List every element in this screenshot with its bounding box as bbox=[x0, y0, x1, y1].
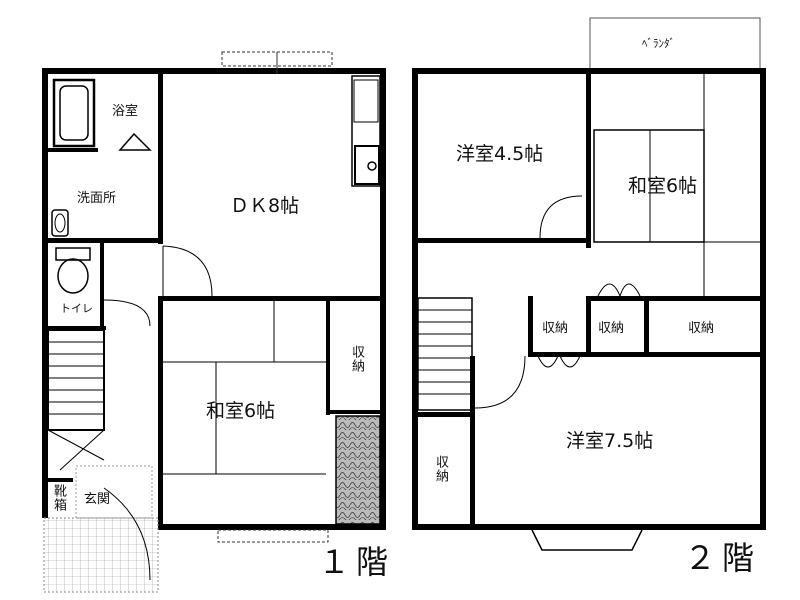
room-label-washitsu-1f: 和室6帖 bbox=[206, 400, 276, 422]
room-label-washitsu-2f: 和室6帖 bbox=[628, 175, 698, 197]
veranda-outline bbox=[589, 17, 761, 71]
room-label-storage-c: 収納 bbox=[688, 321, 715, 336]
room-label-entrance: 玄関 bbox=[84, 492, 111, 507]
entrance-tiles bbox=[43, 517, 159, 593]
room-label-storage-1f: 収納 bbox=[349, 345, 364, 373]
room-label-bath: 浴室 bbox=[112, 104, 139, 119]
floor-label-1: １階 bbox=[318, 543, 395, 581]
floor1-walls bbox=[42, 68, 386, 530]
room-label-storage-d: 収納 bbox=[433, 455, 448, 483]
entrance-step bbox=[75, 465, 153, 519]
floor1-doors bbox=[103, 245, 213, 581]
room-label-washroom: 洗面所 bbox=[77, 191, 117, 206]
floor-label-2: ２階 bbox=[684, 539, 761, 577]
room-label-veranda: ﾍﾞﾗﾝﾀﾞ bbox=[642, 37, 675, 50]
floor2-doors bbox=[474, 195, 641, 409]
floor1-bottom-window bbox=[217, 529, 329, 543]
room-label-youshitsu-large: 洋室7.5帖 bbox=[566, 430, 654, 452]
floor2-walls bbox=[412, 68, 766, 530]
kitchen-counter bbox=[351, 75, 381, 187]
bath-drain-triangle bbox=[118, 132, 152, 151]
room-label-toilet: トイレ bbox=[60, 302, 93, 315]
floor2-stairs bbox=[417, 297, 473, 411]
room-label-youshitsu-small: 洋室4.5帖 bbox=[456, 143, 544, 165]
toilet-fixture bbox=[55, 247, 91, 294]
bathtub bbox=[52, 78, 96, 148]
room-label-dk: ＤＫ8帖 bbox=[230, 195, 300, 217]
room-label-storage-b: 収納 bbox=[598, 321, 625, 336]
room-label-storage-a: 収納 bbox=[542, 321, 569, 336]
floor2-tatami-lines bbox=[593, 74, 760, 296]
floor2-bay-window bbox=[531, 529, 643, 551]
floor1-tatami-lines bbox=[163, 301, 326, 475]
floor1-stairs bbox=[47, 329, 105, 471]
washbasin bbox=[51, 209, 69, 237]
floor1-wood-area bbox=[335, 415, 381, 525]
floor1-top-window bbox=[221, 51, 333, 74]
room-label-shoe-box: 靴箱 bbox=[51, 484, 66, 512]
